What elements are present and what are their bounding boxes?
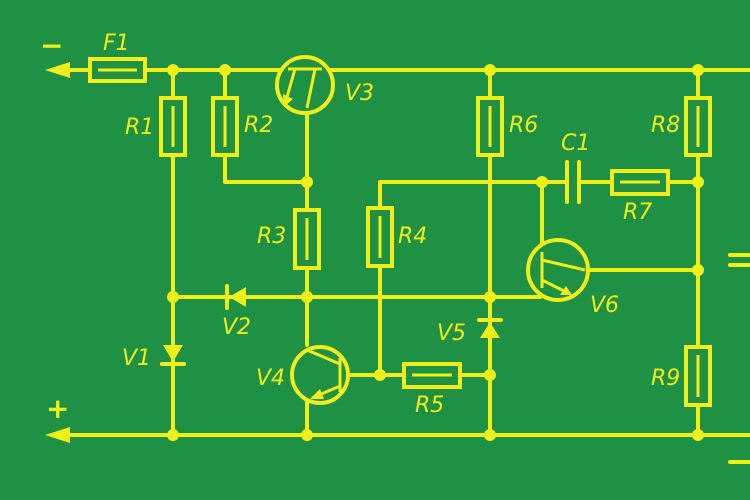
resistor-r6 <box>476 96 504 157</box>
label-r9: R9 <box>651 366 680 391</box>
fuse-f1 <box>88 57 147 83</box>
label-r1: R1 <box>125 115 154 140</box>
label-v6: V6 <box>590 293 619 318</box>
capacitor-c1 <box>565 160 581 204</box>
junction-dots <box>167 64 704 441</box>
label-r6: R6 <box>509 113 538 138</box>
resistor-r2 <box>211 96 239 157</box>
resistor-r7 <box>610 169 670 196</box>
negative-terminal-sign: − <box>40 29 63 62</box>
label-v1: V1 <box>122 346 151 371</box>
label-v3: V3 <box>345 81 374 106</box>
label-r8: R8 <box>651 113 680 138</box>
label-v4: V4 <box>256 366 285 391</box>
label-r4: R4 <box>398 224 427 249</box>
positive-terminal-arrow <box>45 427 70 443</box>
transistor-v4 <box>290 345 350 405</box>
label-r2: R2 <box>244 113 273 138</box>
label-r7: R7 <box>623 200 652 225</box>
label-c1: C1 <box>561 131 590 156</box>
label-v2: V2 <box>222 315 251 340</box>
resistor-r8 <box>684 96 712 157</box>
positive-terminal-sign: + <box>46 392 69 425</box>
diode-v2 <box>225 284 246 310</box>
diode-v1 <box>160 345 186 366</box>
label-f1: F1 <box>103 31 130 56</box>
resistor-r4 <box>366 206 394 268</box>
transistor-v6 <box>526 238 590 302</box>
label-v5: V5 <box>437 321 466 346</box>
negative-terminal-arrow <box>45 62 70 78</box>
diode-v5 <box>477 318 503 338</box>
resistor-r3 <box>293 208 321 270</box>
label-r3: R3 <box>257 224 286 249</box>
label-r5: R5 <box>415 393 444 418</box>
transistor-v3 <box>275 55 335 115</box>
resistor-r1 <box>159 96 187 157</box>
resistor-r9 <box>684 345 712 407</box>
resistor-r5 <box>402 362 462 389</box>
